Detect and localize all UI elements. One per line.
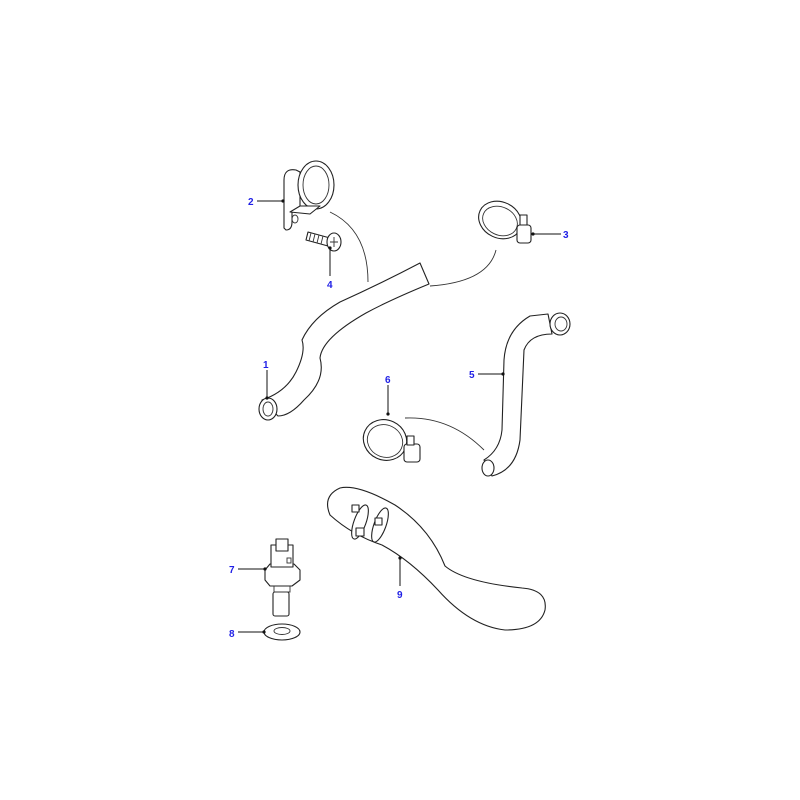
hose-clamp[interactable] (472, 194, 532, 245)
callout-7[interactable]: 7 (229, 565, 267, 576)
hose-1[interactable] (258, 262, 430, 421)
callout-label: 4 (327, 280, 333, 291)
callout-label: 3 (563, 230, 569, 241)
callout-5[interactable]: 5 (469, 370, 505, 381)
temperature-sensor[interactable] (264, 538, 301, 617)
screw[interactable] (305, 231, 342, 252)
callout-6[interactable]: 6 (385, 375, 391, 416)
assembly-line (429, 249, 497, 287)
callout-8[interactable]: 8 (229, 629, 266, 640)
callout-4[interactable]: 4 (327, 246, 333, 291)
callout-label: 7 (229, 565, 235, 576)
callout-3[interactable]: 3 (531, 230, 569, 241)
hose-5[interactable] (481, 312, 571, 477)
callout-label: 1 (263, 360, 269, 371)
assembly-line (329, 211, 369, 283)
hose-clamp[interactable] (357, 413, 421, 468)
callout-label: 2 (248, 197, 254, 208)
callout-9[interactable]: 9 (397, 556, 403, 601)
hose-9[interactable] (327, 486, 546, 631)
callout-label: 6 (385, 375, 391, 386)
hose-bracket[interactable] (283, 160, 335, 231)
callout-1[interactable]: 1 (263, 360, 269, 400)
sealing-washer[interactable] (263, 623, 301, 641)
callout-2[interactable]: 2 (248, 197, 285, 208)
assembly-line (404, 417, 485, 451)
callout-label: 5 (469, 370, 475, 381)
callout-label: 9 (397, 590, 403, 601)
callout-label: 8 (229, 629, 235, 640)
